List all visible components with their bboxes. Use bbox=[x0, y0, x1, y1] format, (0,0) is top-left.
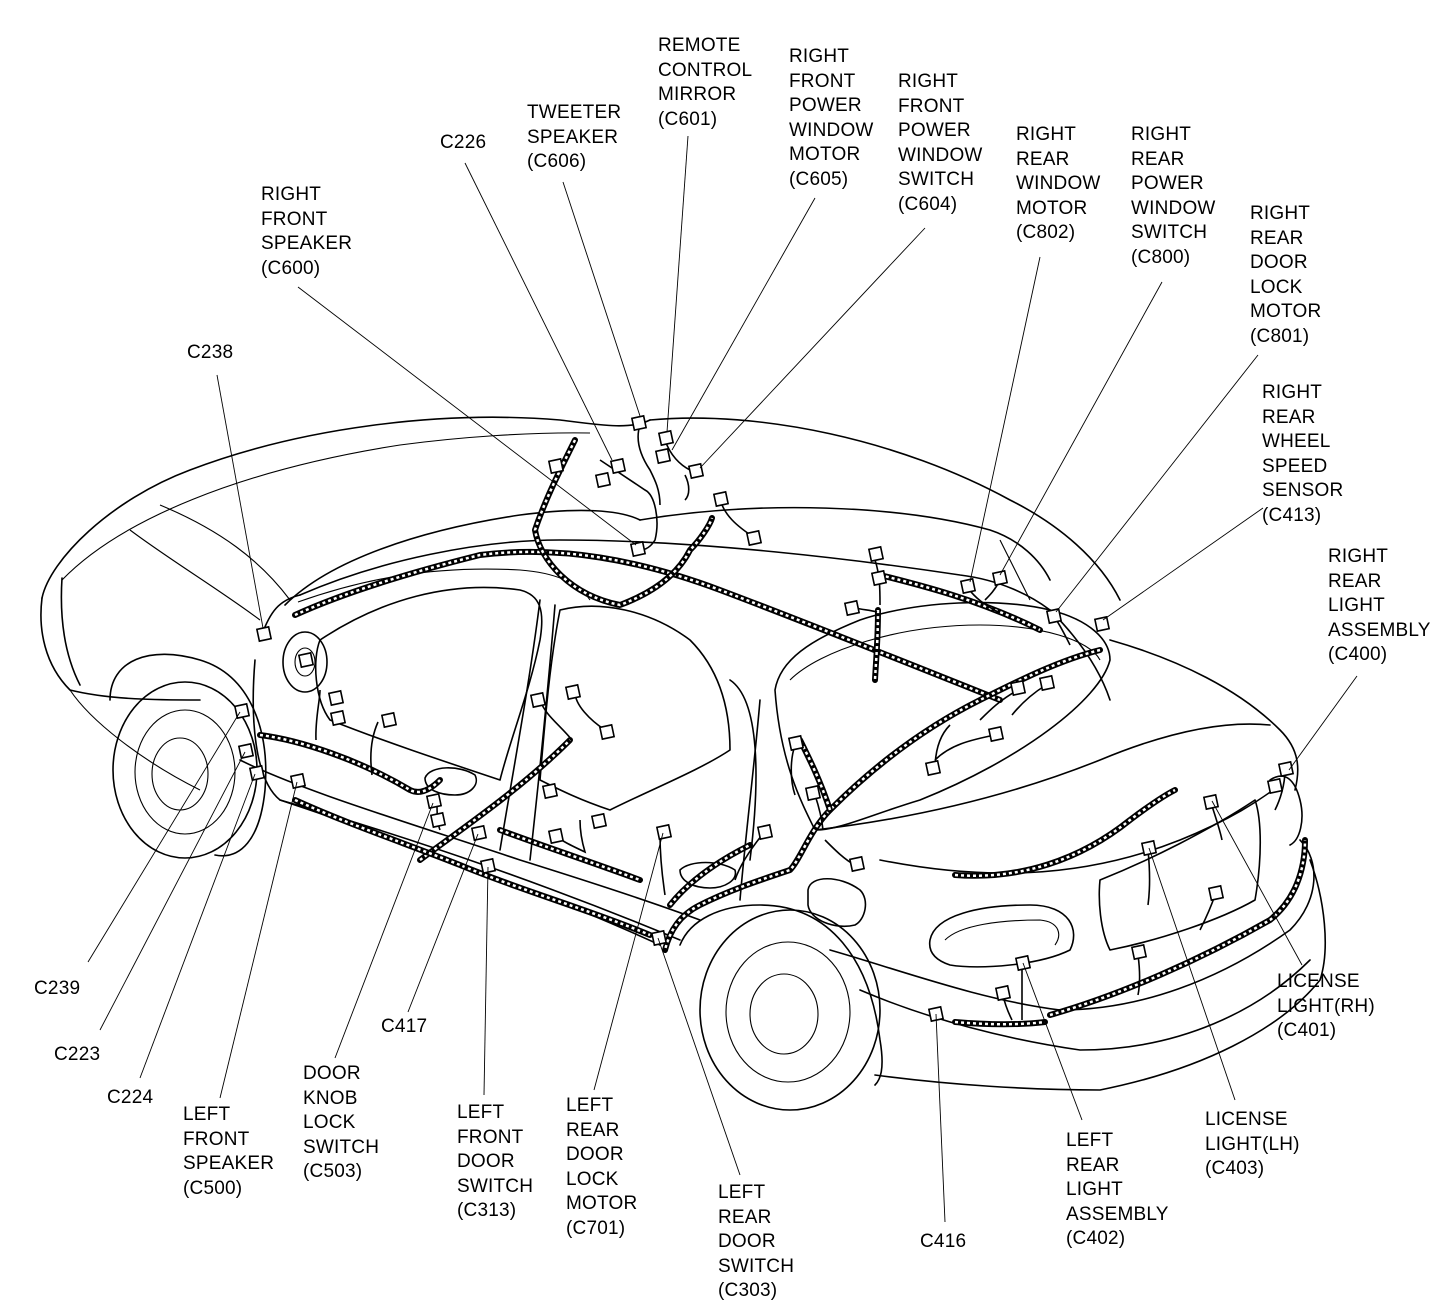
connector bbox=[594, 471, 612, 489]
connector bbox=[867, 545, 885, 563]
connector bbox=[1038, 674, 1056, 692]
connector bbox=[994, 984, 1012, 1002]
connector bbox=[1009, 679, 1027, 697]
connector bbox=[650, 929, 668, 947]
connector bbox=[547, 457, 565, 475]
connector bbox=[297, 651, 315, 669]
connector bbox=[590, 812, 608, 830]
connector bbox=[804, 784, 822, 802]
leader-lines bbox=[87, 135, 1358, 1223]
connector bbox=[1202, 793, 1220, 811]
label-right-rear-wheel-speed-sensor: RIGHT REAR WHEEL SPEED SENSOR (C413) bbox=[1262, 382, 1344, 526]
connector bbox=[470, 824, 488, 842]
connector bbox=[657, 429, 675, 447]
label-right-front-power-window-switch: RIGHT FRONT POWER WINDOW SWITCH (C604) bbox=[898, 71, 983, 215]
thin-wires bbox=[315, 424, 1286, 1021]
connector bbox=[1266, 777, 1284, 795]
connector bbox=[1093, 615, 1111, 633]
label-left-rear-light-assembly: LEFT REAR LIGHT ASSEMBLY (C402) bbox=[1066, 1130, 1169, 1249]
connector bbox=[870, 569, 888, 587]
label-right-front-power-window-motor: RIGHT FRONT POWER WINDOW MOTOR (C605) bbox=[789, 46, 874, 190]
wiring-harness bbox=[257, 437, 1308, 1028]
connector bbox=[654, 447, 672, 465]
label-left-rear-door-switch: LEFT REAR DOOR SWITCH (C303) bbox=[718, 1182, 795, 1301]
connector bbox=[987, 725, 1005, 743]
connector bbox=[564, 683, 582, 701]
connector bbox=[629, 540, 647, 558]
label-c239: C239 bbox=[34, 978, 81, 999]
connector bbox=[655, 823, 673, 841]
connector bbox=[237, 742, 255, 760]
connector bbox=[843, 599, 861, 617]
connector bbox=[529, 691, 547, 709]
connector bbox=[687, 462, 705, 480]
connector bbox=[541, 782, 559, 800]
connectors bbox=[233, 414, 1295, 1023]
label-right-rear-light-assembly: RIGHT REAR LIGHT ASSEMBLY (C400) bbox=[1328, 546, 1431, 665]
label-c417: C417 bbox=[381, 1016, 428, 1037]
label-c226: C226 bbox=[440, 132, 487, 153]
connector bbox=[327, 689, 345, 707]
connector bbox=[712, 490, 730, 508]
connector bbox=[255, 625, 273, 643]
connector bbox=[787, 734, 805, 752]
label-c223: C223 bbox=[54, 1044, 101, 1065]
connector bbox=[1045, 607, 1063, 625]
label-left-front-door-switch: LEFT FRONT DOOR SWITCH (C313) bbox=[457, 1102, 534, 1221]
connector bbox=[756, 823, 774, 841]
connector bbox=[479, 857, 497, 875]
label-tweeter-speaker: TWEETER SPEAKER (C606) bbox=[527, 102, 622, 172]
label-remote-control-mirror: REMOTE CONTROL MIRROR (C601) bbox=[658, 35, 753, 130]
label-c416: C416 bbox=[920, 1231, 967, 1252]
label-right-rear-window-motor: RIGHT REAR WINDOW MOTOR (C802) bbox=[1016, 124, 1101, 243]
label-c224: C224 bbox=[107, 1087, 154, 1108]
connector bbox=[380, 711, 398, 729]
connector bbox=[991, 569, 1009, 587]
connector bbox=[329, 709, 347, 727]
connector bbox=[289, 772, 307, 790]
label-door-knob-lock-switch: DOOR KNOB LOCK SWITCH (C503) bbox=[303, 1063, 380, 1182]
label-left-rear-door-lock-motor: LEFT REAR DOOR LOCK MOTOR (C701) bbox=[566, 1095, 638, 1239]
connector bbox=[233, 702, 251, 720]
connector bbox=[959, 577, 977, 595]
connector bbox=[630, 414, 648, 432]
connector bbox=[429, 811, 447, 829]
connector bbox=[547, 827, 565, 845]
connector bbox=[848, 855, 866, 873]
car-body bbox=[40, 416, 1326, 1111]
connector bbox=[1130, 943, 1148, 961]
label-right-rear-door-lock-motor: RIGHT REAR DOOR LOCK MOTOR (C801) bbox=[1250, 203, 1322, 347]
label-right-rear-power-window-switch: RIGHT REAR POWER WINDOW SWITCH (C800) bbox=[1131, 124, 1216, 268]
connector bbox=[924, 759, 942, 777]
connector bbox=[598, 723, 616, 741]
label-left-front-speaker: LEFT FRONT SPEAKER (C500) bbox=[183, 1104, 275, 1199]
connector bbox=[745, 529, 763, 547]
label-license-light-rh: LICENSE LIGHT(RH) (C401) bbox=[1277, 971, 1375, 1041]
connector bbox=[425, 792, 443, 810]
connector bbox=[248, 764, 266, 782]
label-right-front-speaker: RIGHT FRONT SPEAKER (C600) bbox=[261, 184, 353, 279]
connector bbox=[609, 457, 627, 475]
label-license-light-lh: LICENSE LIGHT(LH) (C403) bbox=[1205, 1109, 1300, 1179]
connector bbox=[1207, 884, 1225, 902]
label-c238: C238 bbox=[187, 342, 234, 363]
connector bbox=[1277, 760, 1295, 778]
